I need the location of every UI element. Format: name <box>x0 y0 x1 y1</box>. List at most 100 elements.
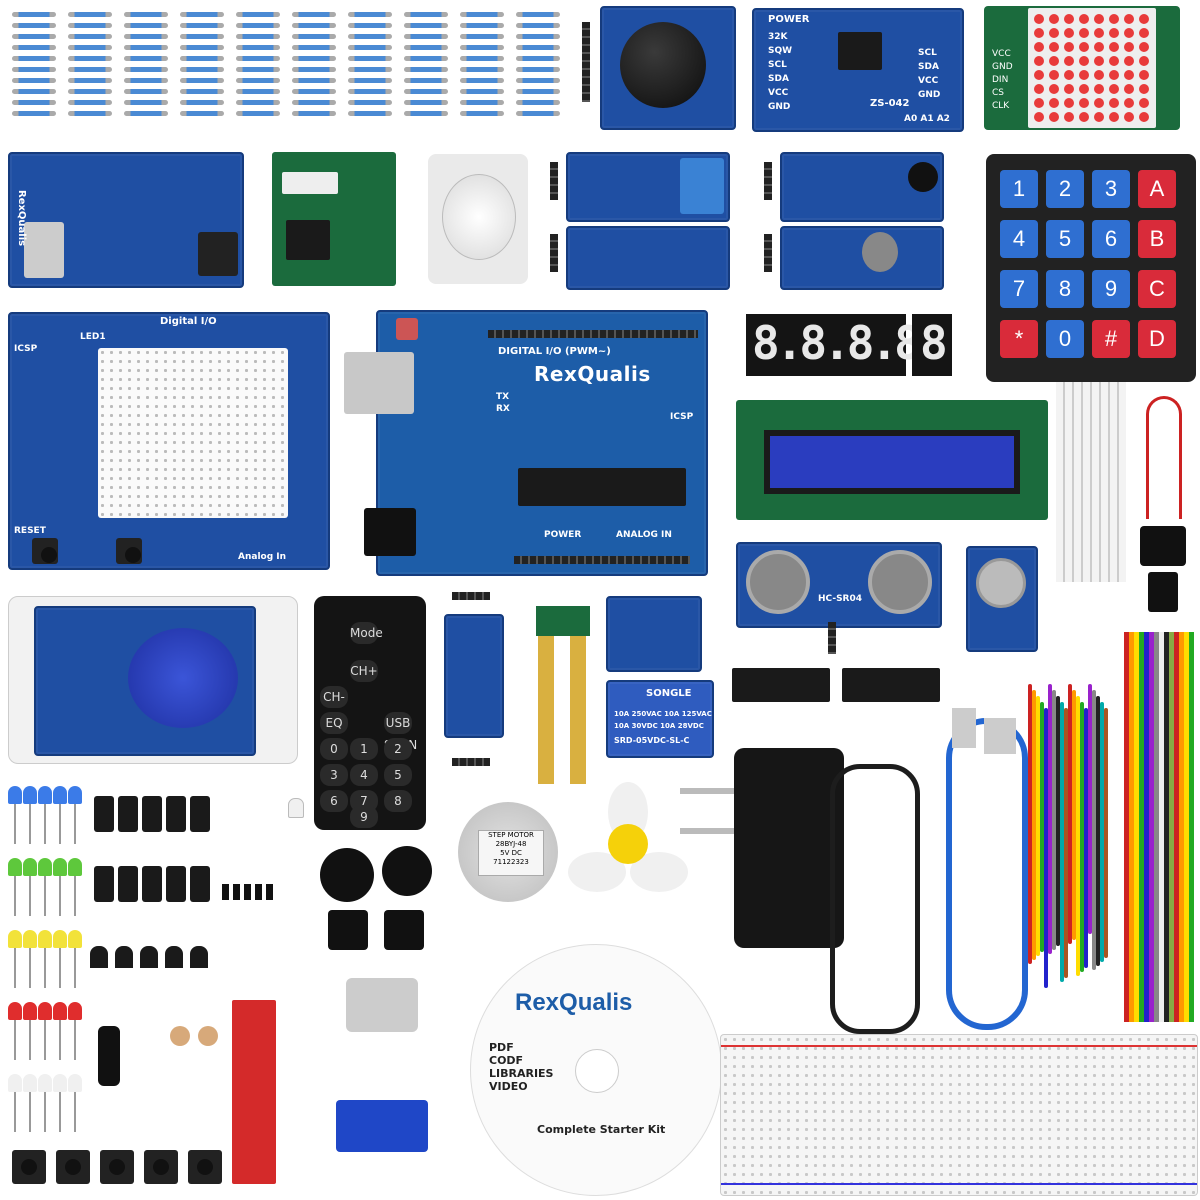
matrix-led <box>1109 98 1119 108</box>
uno-tx: TX <box>496 392 510 402</box>
remote-button[interactable]: Mode <box>350 622 383 644</box>
led <box>8 858 22 876</box>
resistor <box>404 67 448 72</box>
resistor <box>460 23 504 28</box>
keypad-key[interactable]: 9 <box>1092 270 1130 308</box>
uno-icsp: ICSP <box>670 412 694 422</box>
remote-button[interactable]: 0 <box>320 738 348 760</box>
uno-reset-button[interactable] <box>396 318 418 340</box>
remote-button[interactable]: EQ <box>320 712 348 734</box>
usb-cable <box>936 708 1028 1030</box>
keypad-key[interactable]: 7 <box>1000 270 1038 308</box>
resistor <box>68 34 112 39</box>
remote-button[interactable]: CH- <box>320 686 348 708</box>
led <box>8 1074 22 1092</box>
keypad-key[interactable]: 5 <box>1046 220 1084 258</box>
keypad-key[interactable]: 1 <box>1000 170 1038 208</box>
matrix-led <box>1094 42 1104 52</box>
proto-s1-button[interactable] <box>116 538 142 564</box>
jumper-wire <box>1092 690 1096 970</box>
matrix-led <box>1064 84 1074 94</box>
matrix-led <box>1049 84 1059 94</box>
remote-button[interactable]: 3 <box>320 764 348 786</box>
keypad-key[interactable]: A <box>1138 170 1176 208</box>
keypad-key[interactable]: * <box>1000 320 1038 358</box>
stepper-line3: 5V DC <box>500 849 522 857</box>
ic-l293d <box>732 668 830 702</box>
tactile-button[interactable] <box>12 1150 46 1184</box>
keypad-key[interactable]: 8 <box>1046 270 1084 308</box>
driver-connector <box>282 172 338 194</box>
remote-button[interactable]: 8 <box>384 790 412 812</box>
remote-button[interactable]: 9 <box>350 806 378 828</box>
keypad-key[interactable]: 2 <box>1046 170 1084 208</box>
rtc-pin-label: GND <box>918 90 941 100</box>
tactile-button[interactable] <box>100 1150 134 1184</box>
photoresistor-1 <box>170 1026 190 1046</box>
keypad-key[interactable]: 0 <box>1046 320 1084 358</box>
matrix-led <box>1034 28 1044 38</box>
resistor <box>236 56 280 61</box>
resistor <box>348 34 392 39</box>
led <box>68 1074 82 1092</box>
transistor <box>140 946 158 968</box>
capacitor <box>118 866 138 902</box>
keypad-key[interactable]: 4 <box>1000 220 1038 258</box>
uno-rx: RX <box>496 404 510 414</box>
remote-button[interactable]: CH+ <box>350 660 378 682</box>
capacitor <box>142 866 162 902</box>
led-leg <box>14 804 16 844</box>
dc-motor <box>346 978 418 1032</box>
resistor <box>68 78 112 83</box>
matrix-led <box>1109 14 1119 24</box>
remote-button[interactable]: 1 <box>350 738 378 760</box>
led-leg <box>44 804 46 844</box>
breadboard <box>720 1034 1198 1196</box>
led <box>68 930 82 948</box>
keypad-key[interactable]: C <box>1138 270 1176 308</box>
matrix-led <box>1079 84 1089 94</box>
matrix-led <box>1124 28 1134 38</box>
resistor <box>292 67 336 72</box>
keypad-key[interactable]: 6 <box>1092 220 1130 258</box>
usb-port <box>24 222 64 278</box>
led-leg <box>59 876 61 916</box>
resistor <box>124 12 168 17</box>
matrix-led <box>1094 14 1104 24</box>
resistor <box>348 45 392 50</box>
resistor <box>68 12 112 17</box>
proto-reset-button[interactable] <box>32 538 58 564</box>
keypad-key[interactable]: D <box>1138 320 1176 358</box>
led <box>8 1002 22 1020</box>
resistor <box>236 45 280 50</box>
remote-button[interactable]: 2 <box>384 738 412 760</box>
matrix-led <box>1034 84 1044 94</box>
stepper-line1: STEP MOTOR <box>488 831 534 839</box>
remote-button[interactable]: 4 <box>350 764 378 786</box>
resistor <box>292 12 336 17</box>
matrix-led <box>1139 42 1149 52</box>
matrix-led <box>1139 56 1149 66</box>
relay-line2: 10A 30VDC 10A 28VDC <box>614 722 704 730</box>
uno-power-label: POWER <box>544 530 582 540</box>
remote-button[interactable]: 6 <box>320 790 348 812</box>
remote-button[interactable]: USB SCAN <box>384 712 417 752</box>
resistor <box>180 67 224 72</box>
resistor <box>68 45 112 50</box>
tactile-button[interactable] <box>56 1150 90 1184</box>
tactile-button[interactable] <box>188 1150 222 1184</box>
jumper-wire <box>1084 708 1088 968</box>
stepper-driver-board <box>272 152 396 286</box>
resistor <box>460 89 504 94</box>
resistor <box>12 67 56 72</box>
keypad-key[interactable]: B <box>1138 220 1176 258</box>
driver-chip <box>286 220 330 260</box>
dc-jack <box>198 232 238 276</box>
remote-button[interactable]: 5 <box>384 764 412 786</box>
tactile-button[interactable] <box>144 1150 178 1184</box>
transistor <box>165 946 183 968</box>
keypad-key[interactable]: # <box>1092 320 1130 358</box>
keypad-key[interactable]: 3 <box>1092 170 1130 208</box>
resistor <box>124 89 168 94</box>
